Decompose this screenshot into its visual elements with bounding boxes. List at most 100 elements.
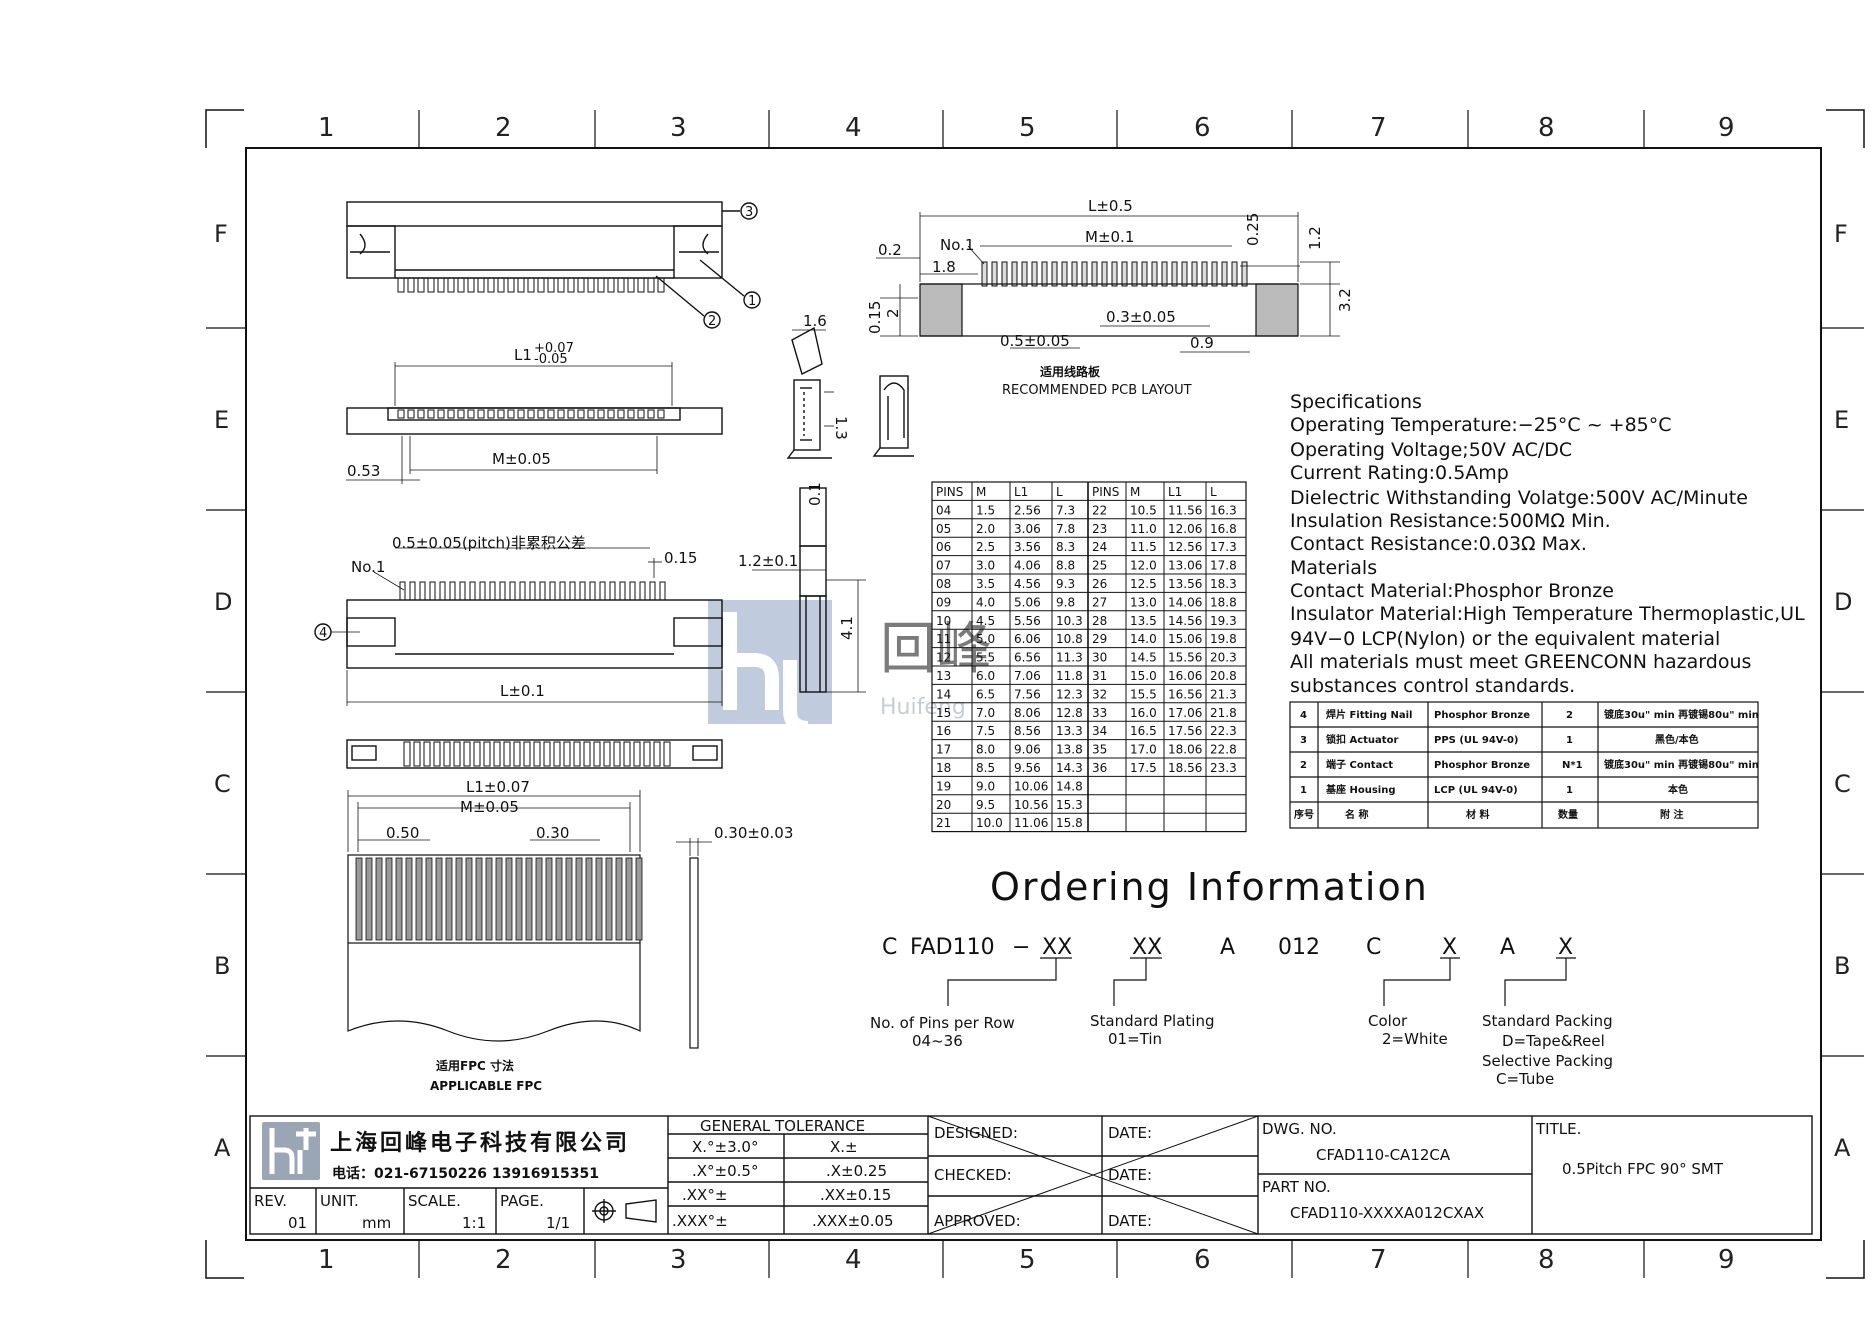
code-part: − <box>1012 935 1030 960</box>
balloon-1: 1 <box>748 294 756 309</box>
pcb-title-en: RECOMMENDED PCB LAYOUT <box>1002 383 1192 398</box>
dwg-no-label: DWG. NO. <box>1262 1120 1337 1138</box>
table-cell: 10.5 <box>1130 503 1157 517</box>
fpc-trace <box>635 857 643 941</box>
watermark: 回峰 Huifeng <box>708 600 992 735</box>
zone-number: 5 <box>1019 113 1036 143</box>
fpc-trace <box>455 857 463 941</box>
ordering-info: Ordering Information C FAD110 − XX XX A … <box>870 865 1613 1088</box>
table-cell: 15.5 <box>1130 687 1157 701</box>
table-cell: 7.5 <box>976 724 995 738</box>
page-value: 1/1 <box>546 1214 570 1232</box>
color-label: Color <box>1368 1012 1408 1030</box>
contact-pin <box>407 409 415 419</box>
contact-pin <box>599 581 606 601</box>
contact-pin <box>527 409 535 419</box>
bom-header: 数量 <box>1558 808 1578 821</box>
contact-pin <box>459 581 466 601</box>
side-dim-12: 1.2±0.1 <box>738 552 798 570</box>
zone-number: 6 <box>1194 1245 1211 1275</box>
zone-letters-left: F E D C B A <box>214 220 232 1162</box>
date-label: DATE: <box>1108 1212 1152 1230</box>
bom-cell: 1 <box>1300 785 1307 796</box>
table-cell: 16 <box>936 724 951 738</box>
tol-linear: .XXX±0.05 <box>812 1212 894 1230</box>
contact-pin <box>609 581 616 601</box>
bom-cell: Phosphor Bronze <box>1434 710 1530 721</box>
contact-pin <box>513 741 521 767</box>
table-cell: 18 <box>936 761 951 775</box>
table-cell: 10.56 <box>1014 798 1048 812</box>
side-dim-01: 0.1 <box>806 482 824 506</box>
contact-pin <box>657 277 665 293</box>
bom-cell: Phosphor Bronze <box>1434 760 1530 771</box>
tol-angle: X.°±3.0° <box>692 1138 758 1156</box>
fpc-trace <box>435 857 443 941</box>
fpc-trace <box>575 857 583 941</box>
bom-header: 序号 <box>1294 808 1314 821</box>
pcb-pad <box>1111 261 1118 287</box>
table-cell: 6.56 <box>1014 651 1041 665</box>
table-cell: 16.3 <box>1210 503 1237 517</box>
contact-pin <box>613 741 621 767</box>
bom-table: 4 焊片 Fitting Nail Phosphor Bronze 2 镀底30… <box>1289 701 1759 829</box>
table-cell: 7.8 <box>1056 522 1075 536</box>
rev-value: 01 <box>288 1214 307 1232</box>
table-cell: 15.06 <box>1168 632 1202 646</box>
table-cell: 12.5 <box>1130 577 1157 591</box>
zone-number: 5 <box>1019 1245 1036 1275</box>
zone-letter: E <box>1834 406 1849 434</box>
bom-cell: PPS (UL 94V-0) <box>1434 735 1519 746</box>
contact-pin <box>547 409 555 419</box>
fpc-view <box>347 790 712 1049</box>
table-cell: 28 <box>1092 614 1107 628</box>
connector-underside-view <box>346 739 723 769</box>
table-cell: 22.3 <box>1210 724 1237 738</box>
front-l1-tol-minus: -0.05 <box>534 352 568 367</box>
contact-pin <box>649 581 656 601</box>
pcb-pad <box>1041 261 1048 287</box>
bom-cell: LCP (UL 94V-0) <box>1434 785 1518 796</box>
table-cell: 21.3 <box>1210 687 1237 701</box>
pcb-pad <box>981 261 988 287</box>
zone-number: 1 <box>318 1245 335 1275</box>
table-cell: 07 <box>936 559 951 573</box>
contact-pin <box>517 409 525 419</box>
contact-pin <box>663 741 671 767</box>
bom-cell: 焊片 Fitting Nail <box>1326 708 1412 721</box>
bom-cell: 1 <box>1566 735 1573 746</box>
spec-line: Specifications <box>1290 391 1422 413</box>
code-part: FAD110 <box>910 935 995 960</box>
contact-pin <box>439 581 446 601</box>
approved-label: APPROVED: <box>934 1212 1021 1230</box>
table-header: M <box>976 485 986 499</box>
pcb-pad <box>1141 261 1148 287</box>
pcb-pad <box>1121 261 1128 287</box>
tol-angle: .XXX°± <box>672 1212 728 1230</box>
table-cell: 17.0 <box>1130 743 1157 757</box>
table-cell: 17 <box>936 743 951 757</box>
contact-pin <box>537 277 545 293</box>
fpc-trace <box>415 857 423 941</box>
contact-pin <box>627 277 635 293</box>
contact-pin <box>423 741 431 767</box>
contact-pin <box>623 741 631 767</box>
bom-header: 材 料 <box>1466 808 1489 821</box>
bom-cell: 基座 Housing <box>1325 783 1396 796</box>
bottom-width-label: 0.15 <box>664 549 697 567</box>
fpc-title-cn: 适用FPC 寸法 <box>436 1058 514 1073</box>
contact-pin <box>607 277 615 293</box>
tol-linear: X.± <box>830 1138 858 1156</box>
table-cell: 7.0 <box>976 706 995 720</box>
contact-pin <box>487 277 495 293</box>
table-cell: 22 <box>1092 503 1107 517</box>
contact-pin <box>593 741 601 767</box>
packing-value: D=Tape&Reel <box>1502 1032 1605 1050</box>
table-cell: 3.56 <box>1014 540 1041 554</box>
contact-pin <box>629 581 636 601</box>
zone-letter: B <box>1834 952 1850 980</box>
table-header: PINS <box>1092 485 1119 499</box>
fpc-trace <box>565 857 573 941</box>
contact-pin <box>417 409 425 419</box>
table-cell: 10.8 <box>1056 632 1083 646</box>
